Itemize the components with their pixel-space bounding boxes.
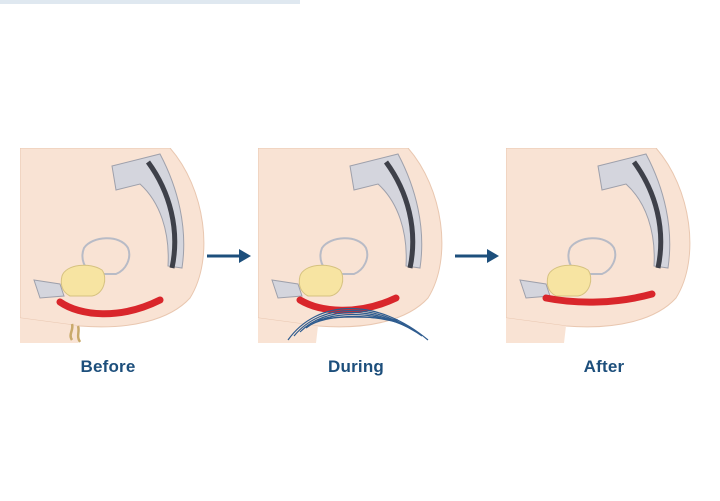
pubic-bone bbox=[271, 279, 303, 299]
bladder bbox=[60, 264, 106, 297]
pelvic-floor-muscle bbox=[56, 296, 164, 318]
leakage-drops bbox=[69, 323, 82, 343]
spine-dark-line bbox=[383, 160, 416, 269]
caption-during: During bbox=[328, 357, 384, 376]
caption-before: Before bbox=[80, 357, 136, 376]
pelvic-floor-muscle bbox=[296, 294, 400, 314]
stage-before-illustration bbox=[20, 148, 220, 343]
sacrum-bone bbox=[349, 153, 423, 269]
uterus-outline bbox=[81, 237, 131, 275]
bladder bbox=[298, 264, 344, 297]
thigh bbox=[20, 318, 80, 343]
stage-during-illustration bbox=[258, 148, 458, 343]
electromagnetic-waves bbox=[287, 307, 429, 341]
thigh bbox=[506, 318, 566, 343]
pubic-bone bbox=[33, 279, 65, 299]
right-arrow-icon bbox=[455, 248, 501, 264]
caption-after: After bbox=[583, 357, 625, 376]
sacrum-bone bbox=[597, 153, 671, 269]
sacrum-bone bbox=[111, 153, 185, 269]
uterus-outline bbox=[319, 237, 369, 275]
bladder bbox=[546, 264, 592, 297]
spine-dark-line bbox=[631, 160, 664, 269]
spine-dark-line bbox=[145, 160, 178, 269]
stage-after-illustration bbox=[506, 148, 706, 343]
top-decorative-bar bbox=[0, 0, 300, 4]
right-arrow-icon bbox=[207, 248, 253, 264]
uterus-outline bbox=[567, 237, 617, 275]
pelvic-floor-muscle bbox=[542, 290, 656, 306]
